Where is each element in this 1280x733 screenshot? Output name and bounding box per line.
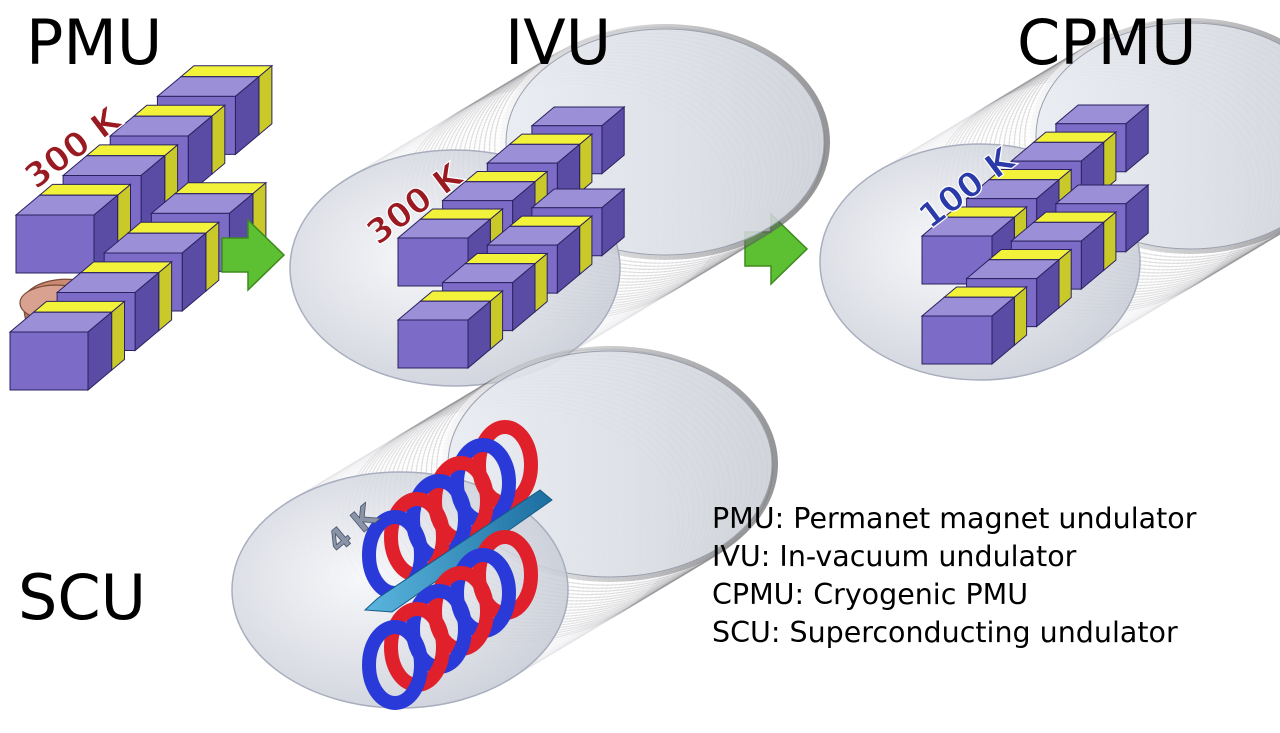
cpmu-bottom-magnet-0 xyxy=(922,297,1014,364)
ivu-bottom-magnet-0 xyxy=(398,301,490,368)
title-cpmu: CPMU xyxy=(1017,12,1197,74)
legend: PMU: Permanet magnet undulator IVU: In-v… xyxy=(712,500,1196,652)
legend-item-pmu: PMU: Permanet magnet undulator xyxy=(712,500,1196,538)
pmu-bottom-magnet-0 xyxy=(10,312,112,390)
pmu-top-magnet-0 xyxy=(16,195,118,273)
legend-item-ivu: IVU: In-vacuum undulator xyxy=(712,538,1196,576)
title-scu: SCU xyxy=(18,567,146,629)
title-ivu: IVU xyxy=(505,12,611,74)
legend-item-cpmu: CPMU: Cryogenic PMU xyxy=(712,576,1196,614)
pmu-assembly xyxy=(10,66,272,390)
title-pmu: PMU xyxy=(26,12,162,74)
legend-item-scu: SCU: Superconducting undulator xyxy=(712,614,1196,652)
